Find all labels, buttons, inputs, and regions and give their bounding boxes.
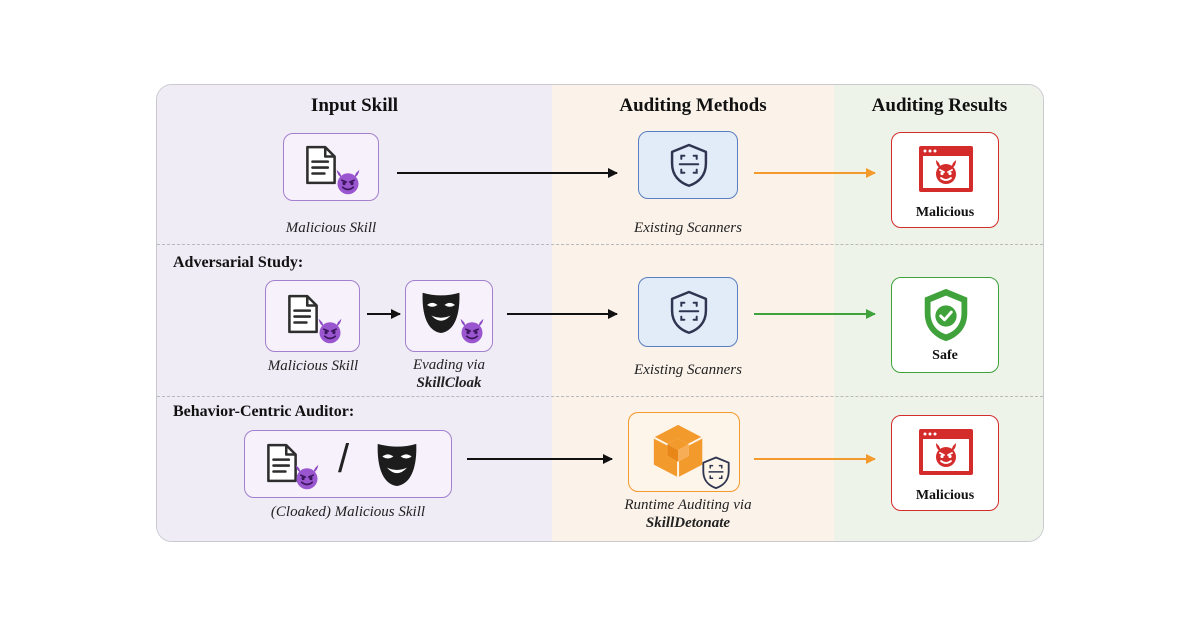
document-icon — [286, 293, 320, 335]
row3-title: Behavior-Centric Auditor: — [173, 403, 355, 420]
devil-emoji-icon — [458, 317, 486, 345]
devil-emoji-icon — [293, 463, 321, 491]
results-column-header: Auditing Results — [871, 95, 1008, 116]
row1-method-label: Existing Scanners — [634, 220, 742, 236]
row1-result-label: Malicious — [915, 205, 975, 220]
red-window-devil-icon — [916, 143, 976, 195]
document-icon — [304, 144, 338, 186]
row2-result-label: Safe — [932, 348, 958, 363]
red-window-devil-icon — [916, 426, 976, 478]
row3-result-label: Malicious — [915, 488, 975, 503]
mask-icon — [375, 439, 419, 489]
shield-scan-icon — [701, 455, 731, 490]
input-column-header: Input Skill — [310, 95, 399, 116]
arrows-layer — [367, 168, 876, 464]
row1-result-box: Malicious — [891, 132, 999, 228]
row1-scanner-box — [638, 131, 738, 199]
row2-evade-label: Evading via SkillCloak — [369, 356, 529, 392]
row1-skill-label: Malicious Skill — [285, 220, 377, 236]
shield-scan-icon — [669, 141, 709, 189]
row2-skill-label: Malicious Skill — [267, 358, 359, 374]
row3-detonate-box — [628, 412, 740, 492]
row2-method-label: Existing Scanners — [634, 362, 742, 378]
row3-method-label: Runtime Auditing via SkillDetonate — [588, 496, 788, 532]
devil-emoji-icon — [316, 317, 344, 345]
row2-cloak-box — [405, 280, 493, 352]
row2-result-box: Safe — [891, 277, 999, 373]
row2-scanner-box — [638, 277, 738, 347]
diagram-frame: Input Skill Auditing Methods Auditing Re… — [156, 84, 1044, 542]
row3-cloaked-skill-box: / — [244, 430, 452, 498]
row2-evade-label-line2: SkillCloak — [416, 375, 482, 391]
devil-emoji-icon — [334, 168, 362, 196]
mask-icon — [420, 289, 462, 335]
row3-method-label-line1: Runtime Auditing via — [624, 497, 752, 513]
row2-title: Adversarial Study: — [173, 254, 304, 271]
green-shield-check-icon — [920, 286, 972, 344]
row3-skill-label: (Cloaked) Malicious Skill — [270, 504, 426, 520]
row3-slash: / — [338, 437, 350, 481]
shield-scan-icon — [669, 288, 709, 336]
row-divider-2 — [157, 396, 1043, 397]
row2-evade-label-line1: Evading via — [412, 357, 486, 373]
row1-malicious-skill-box — [283, 133, 379, 201]
row-divider-1 — [157, 244, 1043, 245]
methods-column-header: Auditing Methods — [619, 95, 767, 116]
row2-malicious-skill-box — [265, 280, 360, 352]
row3-method-label-line2: SkillDetonate — [645, 515, 731, 531]
row3-result-box: Malicious — [891, 415, 999, 511]
